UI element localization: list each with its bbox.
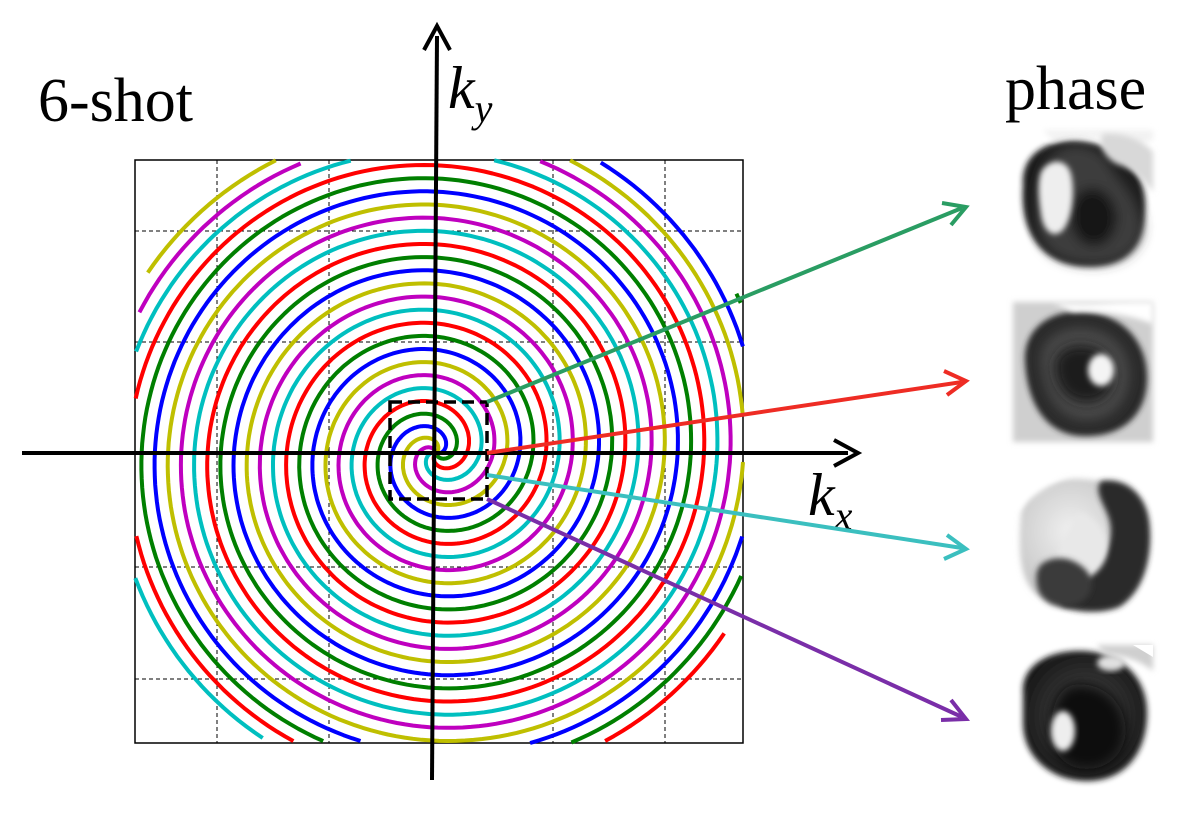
arrowhead-phase-2 [943,369,970,397]
kx-arrowhead [833,438,863,468]
kx-label: kx [808,462,853,538]
ky-label: ky [448,55,493,131]
spiral-trajectories [133,158,745,745]
arrow-to-phase-1 [486,206,963,404]
arrowhead-phase-1 [941,201,970,227]
ky-axis [430,35,439,781]
arrow-to-phase-3 [486,473,963,550]
phase-map-2 [1013,302,1153,442]
arrow-to-phase-4 [486,497,963,719]
phase-map-4 [1013,645,1153,785]
kspace-axes [22,21,863,781]
phase-map-3 [1013,473,1153,613]
spiral-shot-6 [146,158,745,743]
ky-arrowhead [422,21,452,51]
phase-arrows [486,201,971,722]
phase-map-1 [1013,130,1153,270]
spiral-shot-4 [133,158,720,740]
shot-count-title: 6-shot [38,67,193,135]
center-region-box [388,400,489,501]
arrowhead-phase-3 [943,533,970,561]
arrow-to-phase-2 [486,380,963,455]
phase-column-title: phase [1005,55,1147,123]
arrowhead-phase-4 [940,698,971,722]
